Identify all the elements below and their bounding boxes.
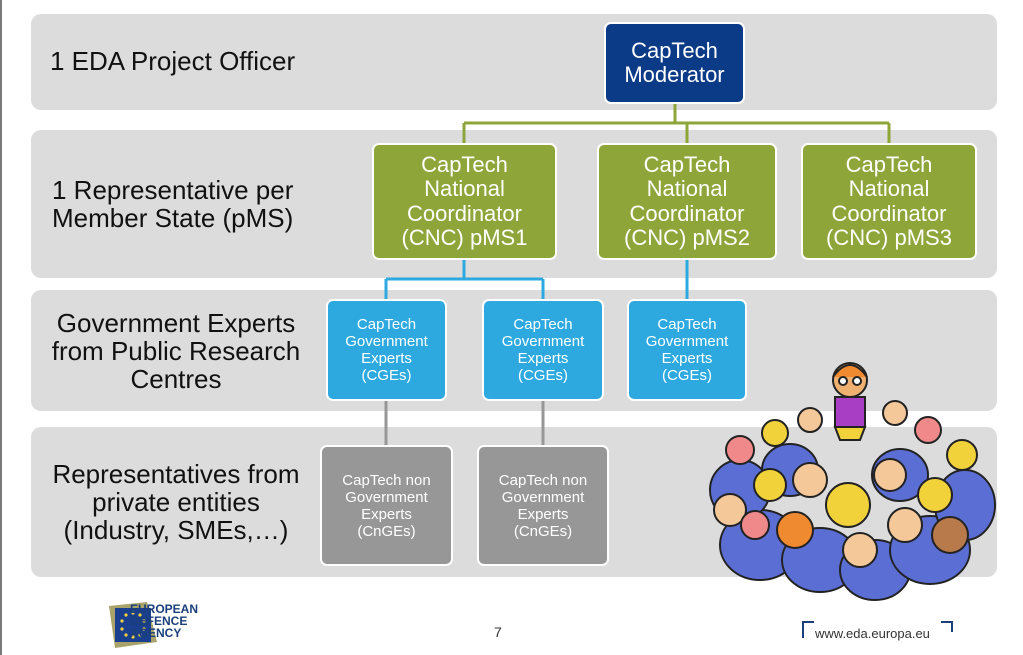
government-experts-box: CapTech Government Experts (CGEs) — [482, 299, 604, 401]
coordinator-box-pms3: CapTech National Coordinator (CNC) pMS3 — [801, 143, 977, 260]
row-label-officer: 1 EDA Project Officer — [50, 46, 296, 76]
footer-url-link[interactable]: www.eda.europa.eu — [815, 626, 930, 641]
government-experts-box: CapTech Government Experts (CGEs) — [627, 299, 747, 401]
coordinator-box-pms2: CapTech National Coordinator (CNC) pMS2 — [597, 143, 777, 260]
slide-edge — [0, 0, 2, 655]
moderator-connectors — [462, 103, 891, 143]
coordinator-box-pms1: CapTech National Coordinator (CNC) pMS1 — [372, 143, 557, 260]
row-label-representative: 1 Representative per Member State (pMS) — [52, 175, 294, 233]
eda-logo-icon — [109, 602, 157, 648]
row-band-officer — [31, 14, 997, 110]
row-label-private: Representatives from private entities (I… — [52, 459, 300, 545]
row-label-government: Government Experts from Public Research … — [51, 308, 301, 394]
non-government-experts-box: CapTech non Government Experts (CnGEs) — [477, 445, 609, 566]
government-connectors — [384, 401, 545, 445]
eda-logo-text: EUROPEAN DEFENCE AGENCY — [130, 602, 199, 640]
moderator-box: CapTech Moderator — [604, 22, 745, 104]
government-experts-box: CapTech Government Experts (CGEs) — [326, 299, 447, 401]
page-number: 7 — [494, 624, 502, 640]
crowd-illustration — [709, 362, 996, 601]
coordinator-connectors — [384, 260, 689, 299]
url-bracket — [802, 621, 953, 638]
non-government-experts-box: CapTech non Government Experts (CnGEs) — [320, 445, 453, 566]
